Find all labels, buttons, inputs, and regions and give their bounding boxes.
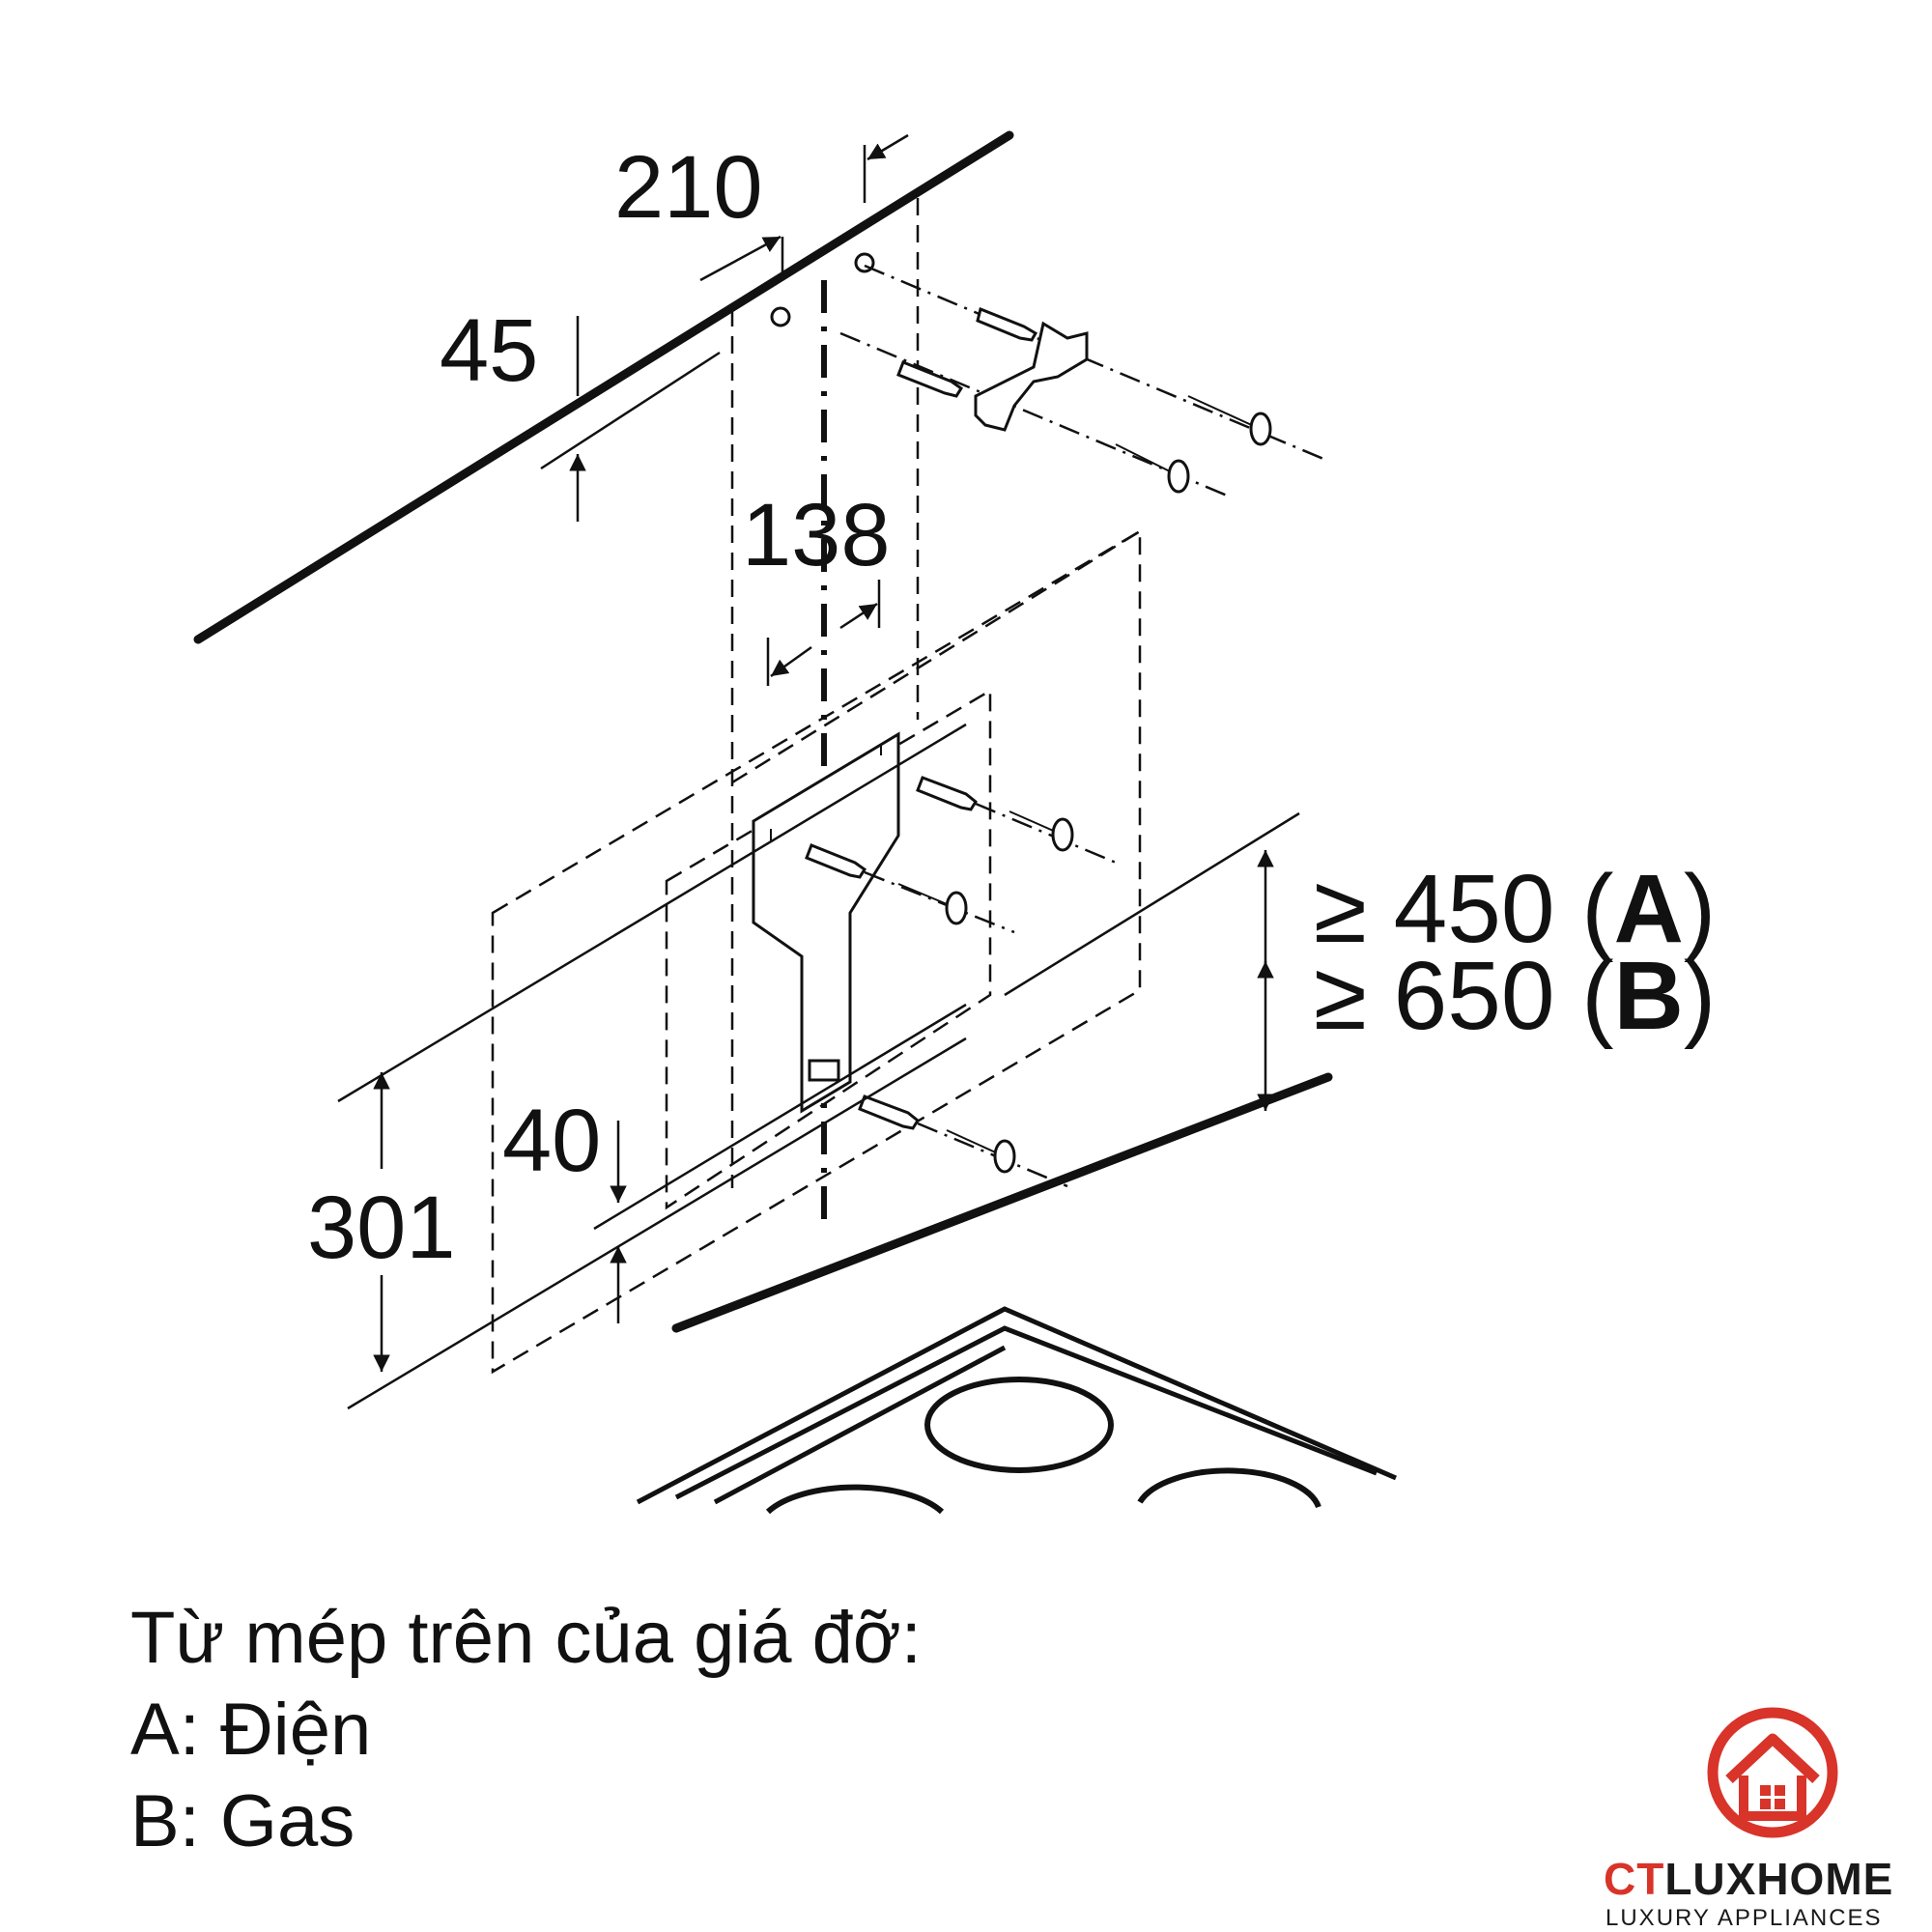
upper-bracket — [974, 321, 1089, 432]
cooktop — [636, 1306, 1397, 1515]
house-icon — [1707, 1707, 1838, 1838]
dim-40-label: 40 — [502, 1092, 601, 1190]
dimension-45: 45 — [440, 301, 721, 522]
lower-dowel-3 — [858, 1094, 1068, 1188]
caption: Từ mép trên của giá đỡ: A: Điện B: Gas — [130, 1592, 922, 1867]
brand-name-ct: CT — [1604, 1854, 1665, 1904]
brand-name-rest: LUXHOME — [1664, 1854, 1894, 1904]
upper-dowel-2 — [896, 360, 964, 398]
lower-dowel-2 — [805, 843, 1015, 934]
brand-logo: CTLUXHOME LUXURY APPLIANCES — [1584, 1700, 1932, 1932]
caption-line-3: B: Gas — [130, 1780, 355, 1862]
requirement-a: ≥ 450 (A) — [1314, 855, 1716, 963]
lower-screw-2 — [897, 883, 968, 925]
upper-dowel-1 — [976, 306, 1038, 342]
brand-tagline: LUXURY APPLIANCES — [1605, 1905, 1883, 1931]
burner-3 — [1137, 1467, 1321, 1509]
ceiling-line — [193, 130, 1014, 644]
dim-45-label: 45 — [440, 301, 538, 400]
brand-name: CTLUXHOME — [1604, 1853, 1893, 1905]
burner-1 — [924, 1377, 1114, 1473]
lower-screw-1 — [1009, 810, 1074, 852]
dimension-height-requirement — [1004, 811, 1300, 1111]
caption-line-2: A: Điện — [130, 1689, 372, 1771]
dimension-301: 301 — [307, 723, 967, 1410]
dim-210-label: 210 — [614, 138, 763, 237]
upper-screw-2 — [1115, 443, 1190, 494]
caption-line-1: Từ mép trên của giá đỡ: — [130, 1597, 922, 1679]
dimension-40: 40 — [502, 1003, 967, 1323]
requirement-b: ≥ 650 (B) — [1314, 942, 1716, 1050]
burner-2 — [765, 1484, 945, 1515]
upper-screw-1 — [1187, 395, 1272, 446]
lower-dowel-1 — [916, 776, 1122, 867]
upper-fixing-points — [770, 252, 1324, 499]
counter-line — [671, 1072, 1333, 1333]
lower-bracket — [752, 731, 900, 1114]
dim-301-label: 301 — [307, 1179, 456, 1277]
dimension-210: 210 — [614, 133, 909, 282]
dim-138-label: 138 — [742, 486, 891, 584]
lower-screw-3 — [946, 1129, 1016, 1174]
dimension-138: 138 — [742, 486, 891, 686]
